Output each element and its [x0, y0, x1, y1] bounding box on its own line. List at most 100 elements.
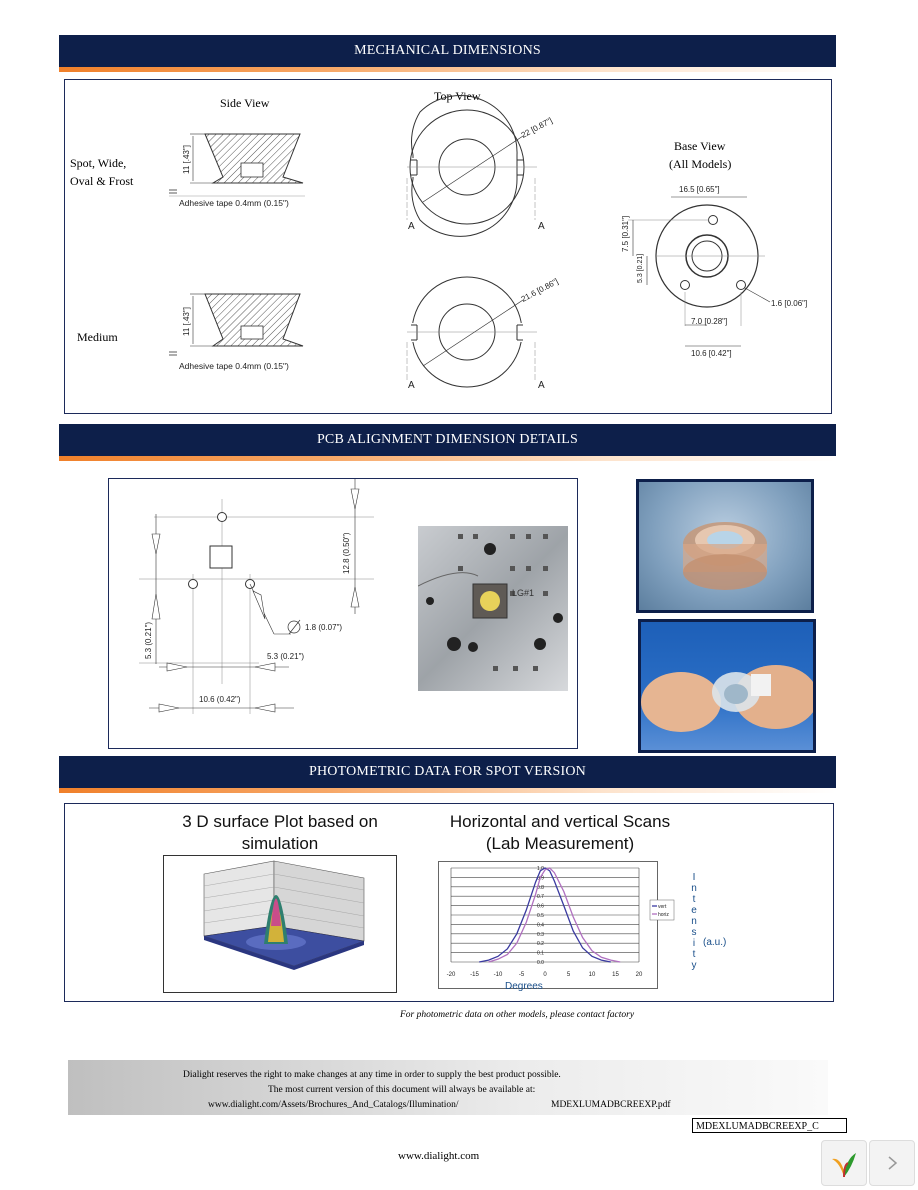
- leaf-logo-icon: [832, 1153, 856, 1178]
- header-stripe: [59, 67, 836, 72]
- footer-disclaimer: Dialight reserves the right to make chan…: [68, 1060, 828, 1115]
- side-view-drawing-2: 11 [.43"] Adhesive tape 0.4mm (0.15"): [169, 293, 304, 371]
- legend-label: vert: [658, 904, 667, 910]
- y-tick-label: 0.3: [537, 932, 544, 938]
- all-models-label: (All Models): [669, 157, 732, 171]
- y-tick-label: 0.1: [537, 951, 544, 957]
- top-view-drawing-1: 22 [0.87"] A A: [406, 95, 554, 237]
- y-axis-unit-label: (a.u.): [703, 937, 727, 948]
- header-stripe: [59, 788, 836, 793]
- side-view-drawing-1: 11 [.43"] Adhesive tape 0.4mm (0.15"): [169, 133, 305, 208]
- pcb-dim-10-6: 10.6 (0.42"): [199, 695, 241, 704]
- base-h1-dim: 7.5 [0.31"]: [621, 216, 630, 252]
- app-logo-button[interactable]: [821, 1140, 867, 1186]
- header-stripe: [59, 456, 836, 461]
- pcb-drawing-panel: 12.8 (0.50") 5.3 (0.21") 5.3 (0.21") 10.…: [108, 478, 578, 749]
- intensity-letter: y: [691, 960, 697, 971]
- pcb-dimension-drawing: 12.8 (0.50") 5.3 (0.21") 5.3 (0.21") 10.…: [139, 479, 374, 714]
- top-dia-2: 21.6 [0.86"]: [520, 277, 560, 304]
- base-view-drawing: 16.5 [0.65"] 7.5 [0.31"] 5.3 [0.21] 1.6 …: [621, 185, 807, 358]
- x-tick-label: 5: [567, 972, 571, 978]
- height-dim-1: 11 [.43"]: [182, 145, 191, 174]
- intensity-letter: n: [691, 916, 697, 927]
- website-link[interactable]: www.dialight.com: [398, 1150, 480, 1162]
- row2-label: Medium: [77, 330, 118, 344]
- plot3d-title-line1: 3 D surface Plot based on: [182, 812, 378, 831]
- section-header-photometric: PHOTOMETRIC DATA FOR SPOT VERSION: [59, 756, 836, 788]
- adhesive-label-2: Adhesive tape 0.4mm (0.15"): [179, 361, 289, 371]
- x-tick-label: 10: [589, 972, 596, 978]
- y-tick-label: 0.8: [537, 885, 544, 891]
- legend-label: horiz: [658, 912, 669, 918]
- scan-title-line1: Horizontal and vertical Scans: [449, 812, 671, 831]
- svg-text:LG#1: LG#1: [512, 588, 534, 598]
- intensity-letter: i: [692, 938, 696, 949]
- x-tick-label: -5: [519, 972, 525, 978]
- x-tick-label: -10: [494, 972, 503, 978]
- x-tick-label: 15: [612, 972, 619, 978]
- section-a-2: A: [538, 221, 545, 232]
- base-w3-dim: 10.6 [0.42"]: [691, 349, 732, 358]
- photometric-note: For photometric data on other models, pl…: [400, 1010, 635, 1020]
- y-tick-label: 1.0: [537, 866, 544, 872]
- x-tick-label: 20: [636, 972, 643, 978]
- footer-url-link[interactable]: www.dialight.com/Assets/Brochures_And_Ca…: [208, 1100, 459, 1110]
- x-axis-label: Degrees: [505, 981, 543, 992]
- section-header-mechanical: MECHANICAL DIMENSIONS: [59, 35, 836, 67]
- pcb-photo: LG#1: [417, 526, 568, 691]
- intensity-letter: I: [692, 872, 696, 883]
- intensity-letter: s: [691, 927, 697, 938]
- mechanical-drawings: 11 [.43"] Adhesive tape 0.4mm (0.15") 11…: [169, 95, 807, 391]
- side-view-label: Side View: [220, 96, 270, 110]
- section-a-1: A: [408, 221, 415, 232]
- pcb-dim-1-8: 1.8 (0.07"): [305, 623, 342, 632]
- top-dia-1: 22 [0.87"]: [520, 116, 554, 140]
- base-w2-dim: 7.0 [0.28"]: [691, 317, 727, 326]
- x-tick-label: -20: [447, 972, 456, 978]
- intensity-letter: t: [692, 894, 696, 905]
- intensity-letter: t: [692, 949, 696, 960]
- intensity-letter: e: [691, 905, 697, 916]
- y-tick-label: 0.7: [537, 894, 544, 900]
- footer-line1: Dialight reserves the right to make chan…: [183, 1070, 561, 1080]
- photometric-panel: 3 D surface Plot based on simulation Hor…: [64, 803, 834, 1002]
- row1-label-line2: Oval & Frost: [70, 174, 134, 188]
- series-line-vert: [479, 867, 611, 963]
- top-view-drawing-2: 21.6 [0.86"] A A: [406, 276, 560, 391]
- scan-chart: 0.00.10.20.30.40.50.60.70.80.91.0-20-15-…: [447, 866, 675, 978]
- mechanical-drawing-panel: Side View Top View Base View (All Models…: [64, 79, 832, 414]
- surface-plot-3d: [163, 855, 397, 993]
- x-tick-label: -15: [470, 972, 479, 978]
- lens-product-photo: [636, 479, 814, 613]
- scan-title-line2: (Lab Measurement): [485, 834, 635, 853]
- base-width-dim: 16.5 [0.65"]: [679, 185, 720, 194]
- y-tick-label: 0.4: [537, 922, 544, 928]
- height-dim-2: 11 [.43"]: [182, 307, 191, 336]
- adhesive-label-1: Adhesive tape 0.4mm (0.15"): [179, 198, 289, 208]
- base-view-label: Base View: [674, 139, 726, 153]
- section-a-3: A: [408, 380, 415, 391]
- footer-line2: The most current version of this documen…: [268, 1085, 536, 1095]
- plot3d-title-line2: simulation: [241, 834, 319, 853]
- section-header-pcb: PCB ALIGNMENT DIMENSION DETAILS: [59, 424, 836, 456]
- chevron-right-icon: [888, 1156, 898, 1170]
- pcb-dim-12-8: 12.8 (0.50"): [342, 532, 351, 574]
- lens-assembly-photo: [638, 619, 816, 753]
- pcb-dim-5-3-vertical: 5.3 (0.21"): [144, 622, 153, 659]
- series-line-horiz: [488, 867, 621, 963]
- y-tick-label: 0.2: [537, 941, 544, 947]
- footer-pdf-link[interactable]: MDEXLUMADBCREEXP.pdf: [551, 1100, 671, 1110]
- base-hole-dim: 1.6 [0.06"]: [771, 299, 807, 308]
- next-page-button[interactable]: [869, 1140, 915, 1186]
- y-tick-label: 0.5: [537, 913, 544, 919]
- row1-label-line1: Spot, Wide,: [70, 156, 127, 170]
- section-a-4: A: [538, 380, 545, 391]
- base-h2-dim: 5.3 [0.21]: [637, 254, 644, 283]
- y-tick-label: 0.0: [537, 960, 544, 966]
- legend-box: [649, 899, 675, 921]
- x-tick-label: 0: [543, 972, 547, 978]
- pcb-dim-5-3-horizontal: 5.3 (0.21"): [267, 652, 304, 661]
- y-tick-label: 0.6: [537, 904, 544, 910]
